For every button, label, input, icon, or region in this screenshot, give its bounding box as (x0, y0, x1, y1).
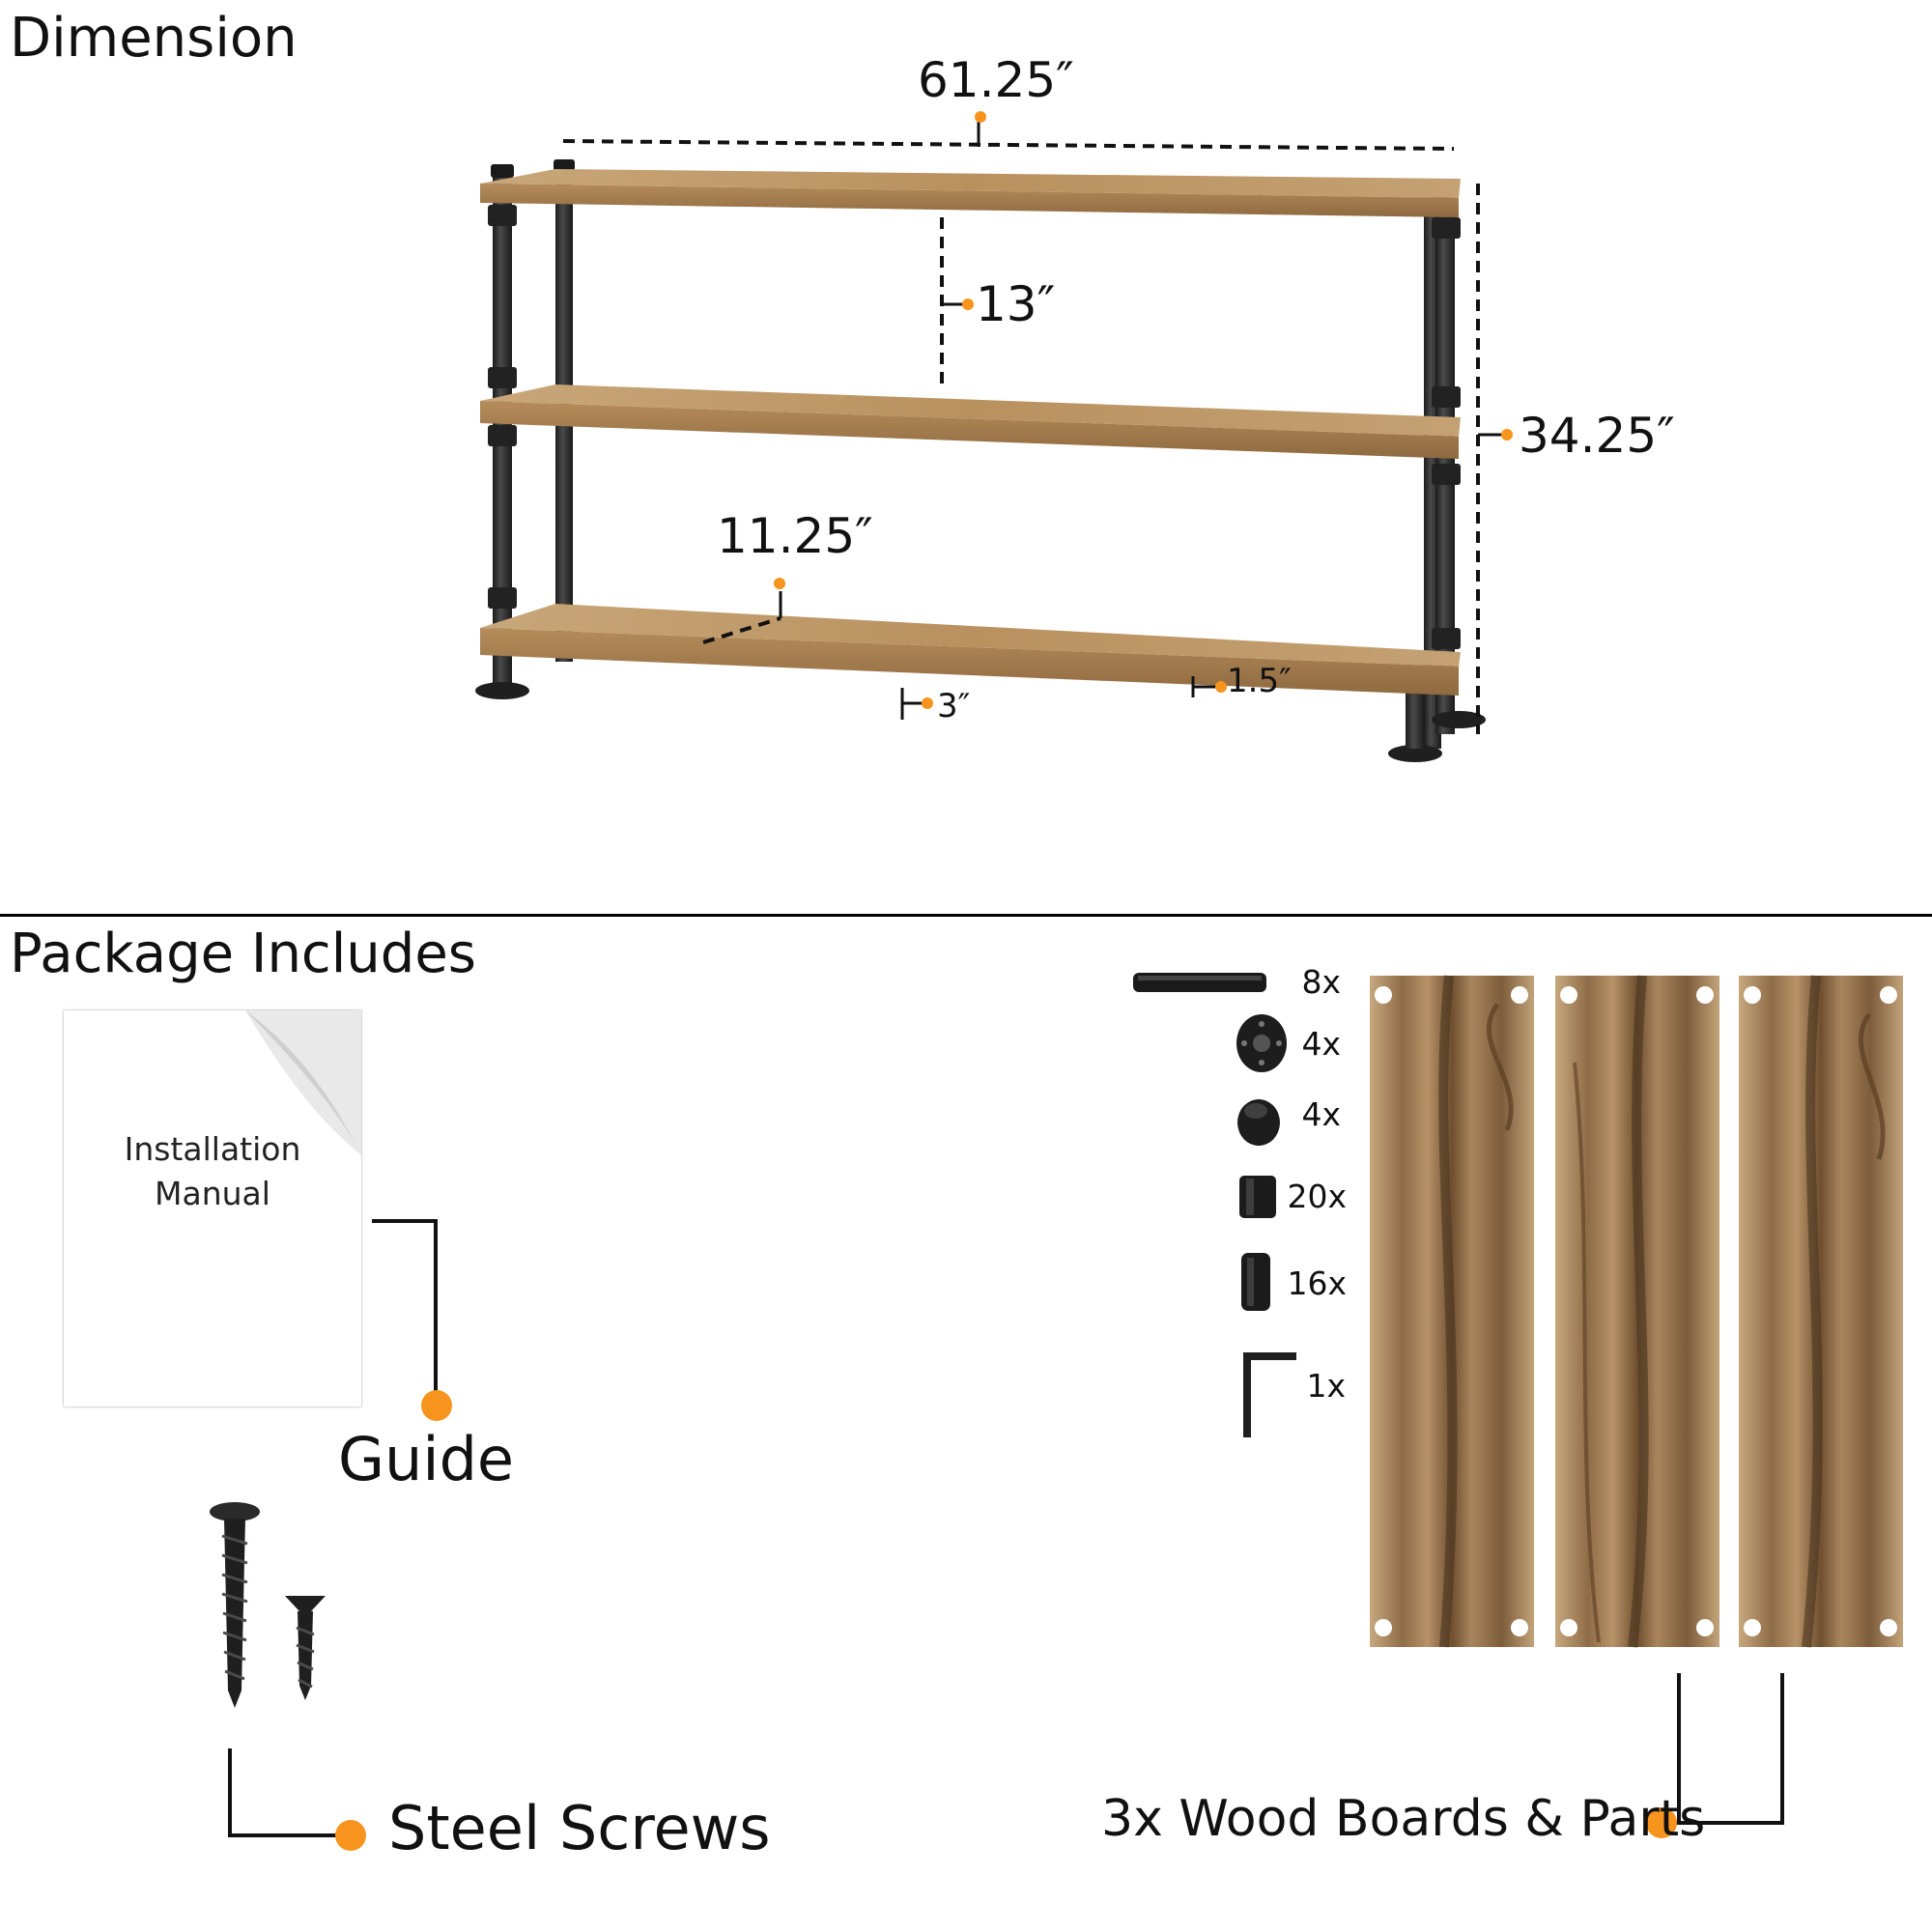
guide-caption: Guide (338, 1424, 515, 1494)
dimension-title: Dimension (10, 7, 298, 70)
page-curl-icon (226, 1010, 361, 1155)
pipe-legs-front (475, 159, 1486, 762)
end-cap-icon (1237, 1099, 1280, 1146)
width-label: 61.25″ (918, 52, 1074, 108)
l-bracket-qty: 1x (1306, 1367, 1346, 1405)
nipple-icon (1241, 1253, 1270, 1311)
wood-board-1 (1370, 975, 1534, 1648)
wood-board-2 (1555, 975, 1719, 1648)
coupling-qty: 20x (1287, 1178, 1347, 1215)
end-cap-qty: 4x (1301, 1095, 1341, 1133)
nipple-qty: 16x (1287, 1264, 1347, 1302)
manual-title-line1: Installation (124, 1130, 301, 1168)
pipe-icon (1133, 973, 1266, 992)
floor-flange-qty: 4x (1301, 1025, 1341, 1063)
manual-title-line2: Manual (155, 1175, 270, 1212)
shelf-gap-label: 13″ (976, 276, 1056, 332)
shelf-top (480, 169, 1461, 217)
depth-label: 11.25″ (717, 508, 873, 564)
pipe-qty: 8x (1301, 963, 1341, 1001)
dimension-ticks (779, 113, 1503, 720)
section-divider (0, 914, 1932, 917)
shelf-middle (480, 384, 1461, 459)
wood-boards-caption: 3x Wood Boards & Parts (1101, 1790, 1706, 1848)
package-title: Package Includes (10, 923, 476, 985)
screw-long-icon (210, 1502, 260, 1708)
l-bracket-icon (1243, 1352, 1296, 1437)
steel-screws-caption: Steel Screws (388, 1793, 771, 1863)
coupling-icon (1239, 1176, 1276, 1218)
installation-manual: Installation Manual (64, 1010, 361, 1406)
height-label: 34.25″ (1519, 408, 1675, 464)
board-thickness-label: 1.5″ (1227, 662, 1292, 700)
dimension-markers (774, 111, 1513, 709)
shelf-bottom (480, 604, 1461, 696)
bottom-clearance-label: 3″ (937, 687, 971, 725)
wood-board-3 (1739, 975, 1903, 1648)
screw-short-icon (285, 1596, 326, 1700)
callout-lines (228, 1219, 1784, 1837)
callout-dots (335, 1390, 1677, 1851)
floor-flange-icon (1236, 1014, 1287, 1072)
